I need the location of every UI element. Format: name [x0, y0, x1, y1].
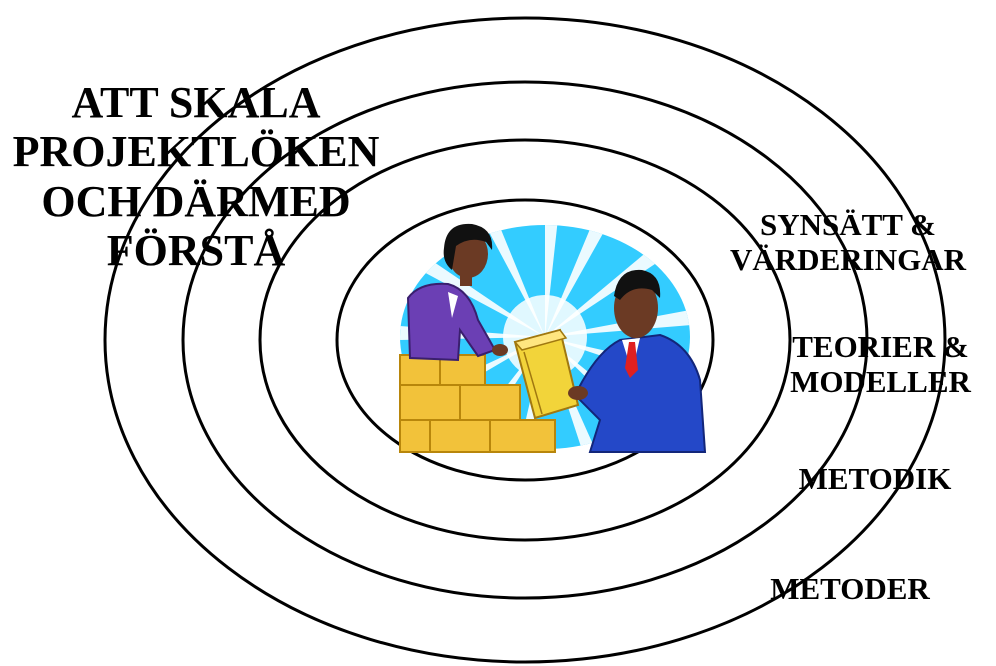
business-handoff-clipart-icon — [400, 200, 705, 465]
title-line: ATT SKALA — [71, 78, 320, 127]
ring-label-line: TEORIER & — [792, 329, 969, 364]
ring-label-line: METODIK — [799, 461, 952, 496]
ring-label-teorier-modeller: TEORIER & MODELLER — [765, 330, 996, 399]
ring-label-synsatt-varderingar: SYNSÄTT & VÄRDERINGAR — [700, 208, 996, 277]
ring-label-line: SYNSÄTT & — [760, 207, 936, 242]
ring-label-line: VÄRDERINGAR — [730, 242, 966, 277]
title-line: PROJEKTLÖKEN — [13, 127, 380, 176]
ring-label-metodik: METODIK — [765, 462, 985, 497]
diagram-title: ATT SKALA PROJEKTLÖKEN OCH DÄRMED FÖRSTÅ — [0, 78, 392, 275]
ring-label-metoder: METODER — [740, 572, 960, 607]
title-line: FÖRSTÅ — [107, 226, 285, 275]
ring-label-line: MODELLER — [790, 364, 971, 399]
ring-label-line: METODER — [770, 571, 930, 606]
title-line: OCH DÄRMED — [41, 177, 350, 226]
